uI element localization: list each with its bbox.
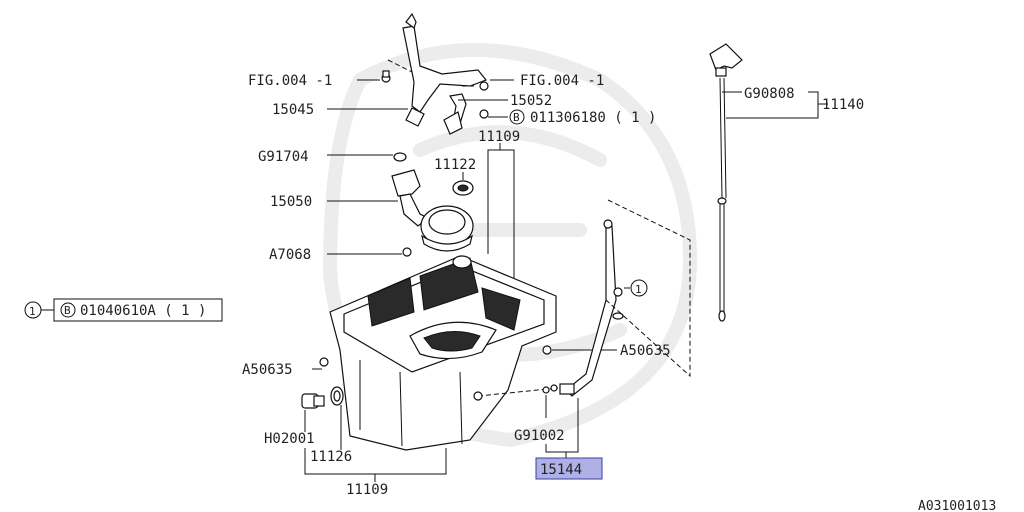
circle-b-symbol <box>509 109 525 125</box>
highlight-15144[interactable] <box>535 457 603 480</box>
label-11140: 11140 <box>822 97 864 113</box>
diagram-id: A031001013 <box>918 499 996 512</box>
circle-b-letter: B <box>513 111 520 124</box>
oil-strainer-bracket <box>387 12 487 135</box>
circle-1-left-digit: 1 <box>29 305 36 318</box>
bolt-a7068 <box>402 247 412 257</box>
label-11126: 11126 <box>310 449 352 465</box>
label-g90808: G90808 <box>744 86 795 102</box>
reference-box <box>53 298 223 322</box>
label-11109-bottom: 11109 <box>346 482 388 498</box>
bolt-a50635-left <box>319 357 329 367</box>
label-g91704: G91704 <box>258 149 309 165</box>
oil-level-gauge-guide <box>559 219 617 397</box>
oil-strainer <box>391 169 474 252</box>
drain-plug-h02001 <box>301 393 325 409</box>
o-ring-g91002-b <box>550 384 558 392</box>
bolt-a50635-right <box>542 345 552 355</box>
label-01040610a: 01040610A ( 1 ) <box>80 303 206 319</box>
label-15045: 15045 <box>272 102 314 118</box>
label-15050: 15050 <box>270 194 312 210</box>
label-11122: 11122 <box>434 157 476 173</box>
label-fig-004-right: FIG.004 -1 <box>520 73 604 89</box>
label-11109-top: 11109 <box>478 129 520 145</box>
gasket-11126 <box>330 386 344 406</box>
circle-b-ref-letter: B <box>64 304 71 317</box>
gauge-bolt <box>613 287 623 297</box>
label-a50635-left: A50635 <box>242 362 293 378</box>
gauge-washer <box>612 312 624 320</box>
label-h02001: H02001 <box>264 431 315 447</box>
circle-1-right-digit: 1 <box>635 283 642 296</box>
label-g91002: G91002 <box>514 428 565 444</box>
bracket-bolts <box>381 70 489 119</box>
label-a50635-right: A50635 <box>620 343 671 359</box>
oil-level-gauge <box>709 43 743 322</box>
label-a7068: A7068 <box>269 247 311 263</box>
o-ring-g91002-a <box>542 386 550 394</box>
o-ring-g91704 <box>393 152 407 162</box>
circle-b-symbol-ref <box>60 302 76 318</box>
baffle-11122 <box>452 180 474 196</box>
label-bolt-011306180: 011306180 ( 1 ) <box>530 110 656 126</box>
oil-pan <box>329 255 557 451</box>
label-fig-004-left: FIG.004 -1 <box>248 73 332 89</box>
label-15052: 15052 <box>510 93 552 109</box>
union-bolt <box>473 391 483 401</box>
circle-1-symbol-right <box>630 279 648 297</box>
label-15144[interactable]: 15144 <box>540 462 582 478</box>
